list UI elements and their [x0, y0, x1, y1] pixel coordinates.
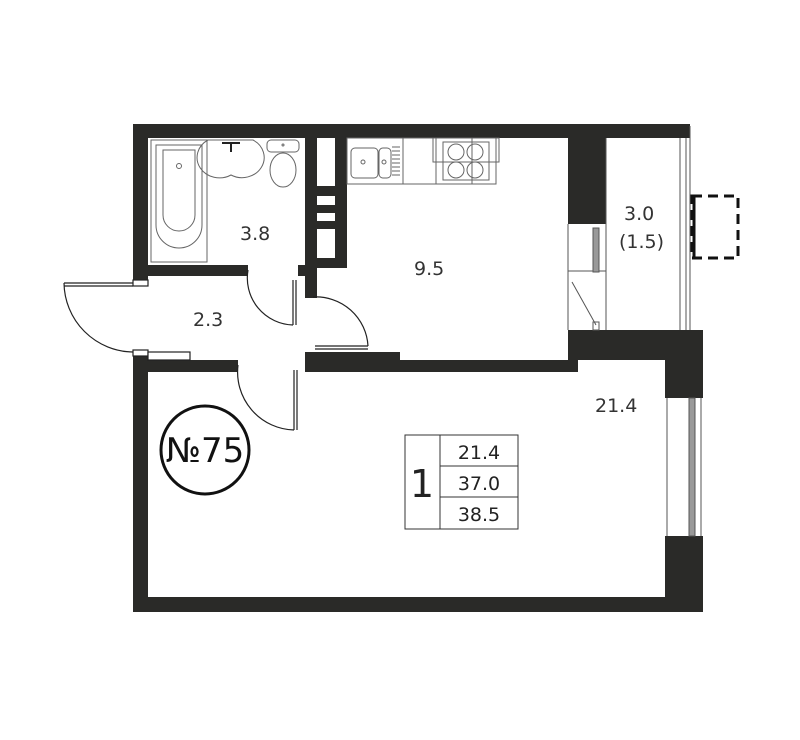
summary-table — [404, 434, 519, 530]
balcony-area: 3.0 — [624, 203, 654, 225]
living-room-door[interactable] — [236, 364, 298, 431]
kitchen-door[interactable] — [312, 296, 369, 350]
balcony — [679, 126, 740, 330]
bathroom-area: 3.8 — [240, 223, 270, 245]
living-room-area: 21.4 — [595, 395, 637, 417]
living-window — [666, 397, 702, 537]
walls — [133, 124, 703, 612]
balcony-reduced-area: (1.5) — [619, 231, 664, 253]
sink-icon — [196, 139, 265, 179]
total-area-value: 37.0 — [458, 473, 500, 495]
bathtub-icon — [150, 139, 208, 263]
bathroom-door[interactable] — [246, 269, 297, 326]
balcony-door — [567, 138, 607, 331]
living-area-value: 21.4 — [458, 442, 500, 464]
apartment-number: №75 — [166, 431, 245, 471]
kitchen-sink-icon — [346, 137, 473, 185]
stove-icon — [432, 137, 500, 185]
apartment-number-badge: №75 — [159, 404, 251, 496]
kitchen-area: 9.5 — [414, 258, 444, 280]
toilet-icon — [266, 139, 300, 188]
total-area-with-balcony-value: 38.5 — [458, 504, 500, 526]
entrance-door[interactable] — [63, 279, 191, 361]
rooms-count: 1 — [410, 462, 434, 506]
hallway-area: 2.3 — [193, 309, 223, 331]
